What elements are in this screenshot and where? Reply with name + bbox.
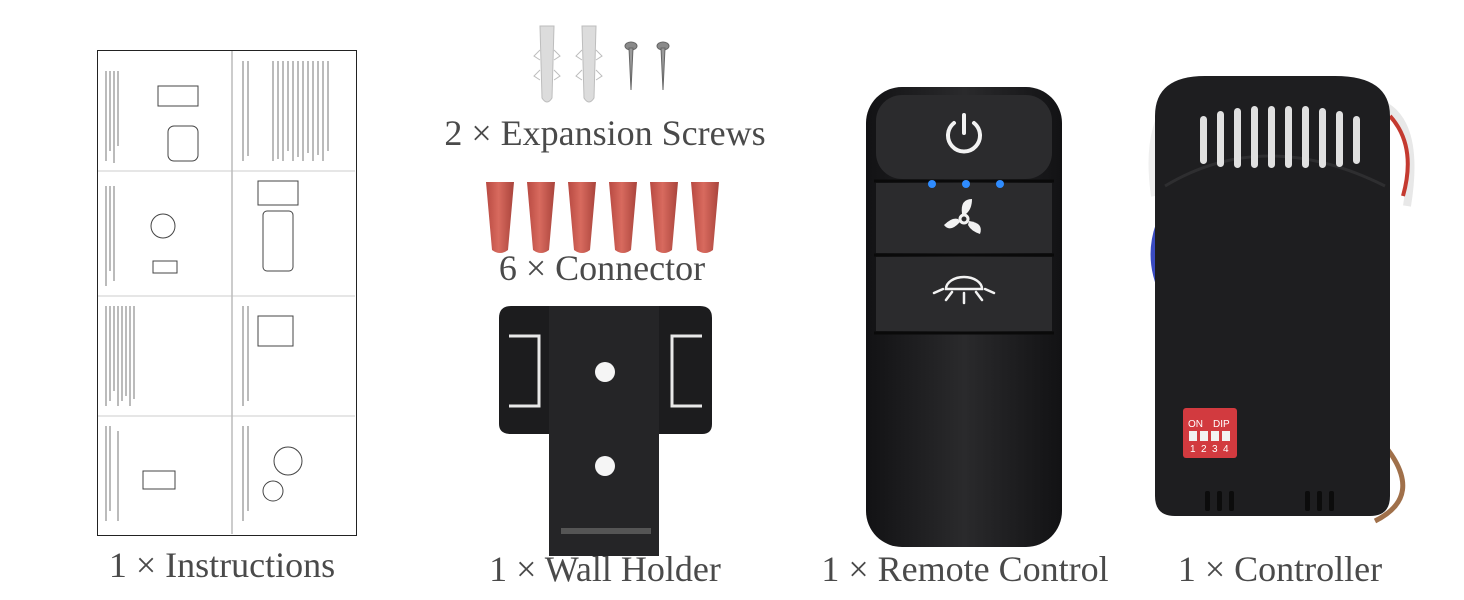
fan-icon [944,199,981,234]
remote-control-graphic [866,87,1062,547]
controller-caption: 1 × Controller [1177,549,1383,589]
dip-number: 2 [1201,444,1207,455]
dip-number: 1 [1190,444,1196,455]
connector-icon [568,182,596,253]
light-icon [932,275,996,305]
anchor-icon [533,25,561,103]
instructions-caption: 1 × Instructions [108,545,336,585]
remote-control-caption: 1 × Remote Control [821,549,1109,589]
instruction-sheet [97,50,357,536]
instruction-sheet-graphic [98,51,355,534]
expansion-screws-graphic [530,20,680,110]
wall-holder-graphic [499,306,712,556]
anchor-icon [575,25,603,103]
controller-graphic: ON DIP 1 2 3 4 [1145,66,1455,536]
led-icon [962,180,970,188]
connector-icon [609,182,637,253]
led-icon [928,180,936,188]
connector-caption: 6 × Connector [498,248,706,288]
wall-holder-caption: 1 × Wall Holder [489,549,721,589]
expansion-screws-caption: 2 × Expansion Screws [444,113,766,153]
connector-icon [486,182,514,253]
dip-number: 4 [1223,444,1229,455]
dip-on-label: ON [1188,419,1203,430]
connector-icon [650,182,678,253]
dip-label: DIP [1213,419,1230,430]
connector-icon [691,182,719,253]
wire-connectors-graphic [482,178,722,260]
dip-switch [1183,408,1237,458]
screw-icon [656,41,670,91]
screw-icon [624,41,638,91]
dip-number: 3 [1212,444,1218,455]
led-icon [996,180,1004,188]
power-icon [946,113,982,154]
connector-icon [527,182,555,253]
